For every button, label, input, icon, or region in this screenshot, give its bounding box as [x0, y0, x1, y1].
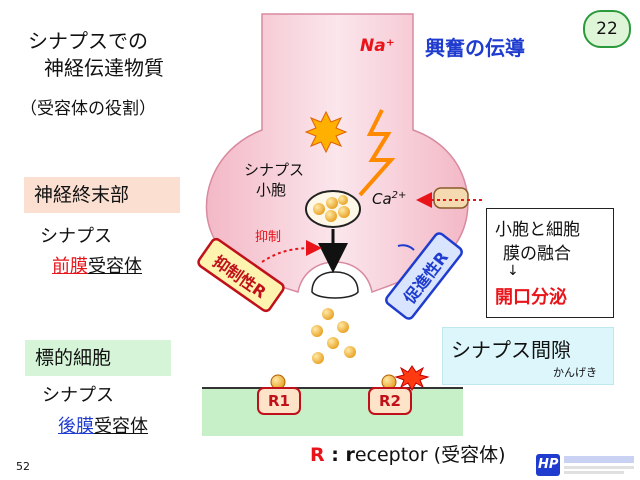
- page-number: 52: [16, 460, 30, 473]
- neurotransmitter: [326, 197, 338, 209]
- facilitatory-receptor: [385, 232, 463, 320]
- neurotransmitter: [313, 203, 325, 215]
- postsynaptic-suffix: 受容体: [94, 416, 148, 437]
- caption-colon: :: [324, 444, 346, 466]
- fusion-box: 小胞と細胞 膜の融合 ↓ 開口分泌: [486, 208, 614, 318]
- inhibition-arrow: [261, 240, 322, 263]
- released-transmitter: [312, 352, 324, 364]
- presynaptic-suffix: 受容体: [88, 256, 142, 277]
- synaptic-cleft-reading: かんげき: [553, 366, 597, 379]
- fusion-line2: 膜の融合: [503, 244, 571, 264]
- title-line-2: 神経伝達物質: [44, 56, 164, 80]
- slide-number-badge: 22: [583, 10, 631, 48]
- fusion-line1: 小胞と細胞: [495, 220, 580, 240]
- action-potential-bolt: [358, 109, 396, 197]
- neurotransmitter: [338, 206, 350, 218]
- vesicle-label: シナプス 小胞: [244, 160, 304, 200]
- presynaptic-prefix: 前膜: [52, 256, 88, 277]
- facilitatory-connector: [397, 244, 415, 251]
- receptor-caption: R : receptor (受容体): [310, 440, 505, 467]
- inhibit-small-label: 抑制: [255, 230, 282, 245]
- released-transmitter: [327, 337, 339, 349]
- excitation-burst-icon: [304, 110, 348, 154]
- neurotransmitter: [325, 210, 337, 222]
- vesicle-label-line1: シナプス: [244, 161, 305, 179]
- presynaptic-receptor-label: 前膜受容体: [52, 252, 142, 278]
- postsynaptic-box: 標的細胞: [25, 340, 171, 376]
- released-transmitter: [344, 346, 356, 358]
- vesicle-label-line2: 小胞: [256, 181, 287, 199]
- fusion-arrow: ↓: [507, 263, 519, 279]
- calcium-channel: [433, 187, 469, 209]
- postsynaptic-line1: シナプス: [42, 385, 114, 406]
- neurotransmitter: [338, 195, 348, 205]
- receptor-r2: [368, 387, 412, 415]
- excitation-label: 興奮の伝導: [425, 36, 525, 60]
- released-transmitter: [337, 321, 349, 333]
- receptor-r1-site: [270, 374, 286, 390]
- released-transmitter: [311, 325, 323, 337]
- caption-r-bold: r: [345, 444, 355, 466]
- page-title: シナプスでの 神経伝達物質: [28, 28, 164, 82]
- receptor-r2-label: R2: [379, 392, 401, 410]
- sodium-label: Na⁺: [360, 36, 395, 56]
- page-subtitle: （受容体の役割）: [20, 99, 156, 119]
- released-transmitter: [322, 308, 334, 320]
- presynaptic-box: 神経終末部: [24, 177, 180, 213]
- synaptic-cleft-box: シナプス間隙 かんげき: [442, 327, 614, 385]
- title-line-1: シナプスでの: [28, 29, 148, 53]
- publisher-logo: HP: [536, 452, 636, 478]
- logo-mark: HP: [538, 457, 559, 472]
- receptor-r1-label: R1: [268, 392, 290, 410]
- receptor-r1: [257, 387, 301, 415]
- presynaptic-line1: シナプス: [40, 226, 112, 247]
- inhibitory-receptor: [197, 237, 285, 313]
- receptor-r2-site: [381, 374, 397, 390]
- calcium-symbol: Ca: [372, 190, 392, 208]
- caption-r: R: [310, 444, 325, 466]
- fusion-line3: 開口分泌: [495, 287, 567, 308]
- postsynaptic-membrane: [202, 388, 463, 436]
- caption-rest: eceptor (受容体): [354, 444, 506, 466]
- exocytosis-opening: [311, 271, 359, 299]
- postsynaptic-receptor-label: 後膜受容体: [58, 412, 148, 438]
- activation-burst-icon: [394, 365, 430, 392]
- synaptic-cleft-label: シナプス間隙: [451, 338, 571, 362]
- calcium-label: Ca2+: [372, 190, 406, 208]
- calcium-charge: 2+: [391, 190, 407, 201]
- postsynaptic-prefix: 後膜: [58, 416, 94, 437]
